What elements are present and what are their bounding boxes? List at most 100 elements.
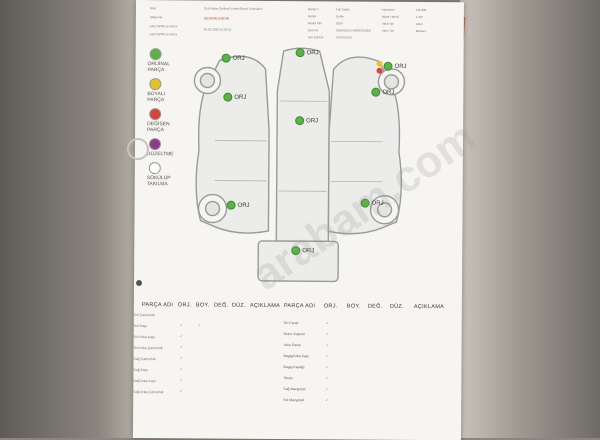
- green-dot-icon: [227, 201, 236, 210]
- table-row: Sol Çamurluk: [134, 313, 155, 317]
- red-dot-icon: [149, 108, 161, 120]
- check-icon: ✓: [326, 320, 329, 325]
- header-label: Beyt: [150, 6, 156, 10]
- table-row: Bagaj/Arka Kapı: [284, 354, 309, 358]
- header-label: Model: [308, 14, 316, 18]
- header-label: Ekip Sahibi ve Adres: [150, 32, 178, 36]
- green-dot-icon: [223, 93, 232, 102]
- table-row: Sağ Çamurluk: [133, 357, 155, 361]
- column-header: PARÇA ADI: [284, 303, 315, 309]
- check-icon: ✓: [179, 355, 182, 360]
- red-marker-icon: [376, 68, 382, 74]
- column-header: DÜZ.: [390, 304, 404, 310]
- header-label: Kim Kontrol: [308, 35, 324, 39]
- check-icon: ✓: [325, 397, 328, 402]
- column-header: PARÇA ADI: [142, 302, 173, 308]
- check-icon: ✓: [325, 364, 328, 369]
- legend-label: DÜZELTME: [147, 151, 177, 157]
- table-row: Ön Panel: [284, 321, 299, 325]
- header-label: Model Kilit: [308, 21, 322, 25]
- green-dot-icon: [222, 54, 231, 63]
- table-row: Sağ Marşpiyel: [283, 387, 305, 391]
- header-date: 04.01.2029 19:33:35: [204, 27, 232, 31]
- orj-tag: ORJ: [371, 88, 394, 97]
- legend-item: DEĞİŞEN PARÇA: [147, 108, 177, 133]
- check-icon: ✓: [326, 353, 329, 358]
- column-header: BOY.: [347, 303, 361, 309]
- header-label: Şasi No: [308, 28, 319, 32]
- white-dot-icon: [149, 162, 161, 174]
- header-label: Motor Hacmi: [382, 15, 399, 19]
- background-right: [460, 0, 600, 438]
- table-row: Sol Arka Çamurluk: [134, 346, 163, 350]
- header-value: Fiat Doblo: [336, 7, 350, 11]
- table-row: Sol Kapı: [134, 324, 147, 328]
- header-value: 1.3M: [416, 15, 423, 19]
- column-header: DEĞ.: [368, 304, 383, 310]
- legend-item: BOYALI PARÇA: [147, 78, 177, 103]
- header-label: Yakıt Tipi: [382, 22, 394, 26]
- check-icon: ✓: [325, 386, 328, 391]
- legend-item: ORİJİNAL PARÇA: [147, 48, 177, 73]
- table-row: Sağ Kapı: [133, 368, 147, 372]
- header-highlight: DEGERLENDIR: [204, 16, 229, 20]
- check-icon: ✓: [179, 388, 182, 393]
- binder-ring-icon: [127, 138, 149, 160]
- green-dot-icon: [371, 88, 380, 97]
- header-label: Kilometre: [382, 8, 395, 12]
- green-dot-icon: [384, 62, 393, 71]
- green-dot-icon: [150, 48, 162, 60]
- header-value: SD8N32X17VA08RG3050: [336, 28, 371, 32]
- legend-item: SÖKÜLÜP TAKILMA: [147, 162, 177, 187]
- check-icon: ✓: [179, 366, 182, 371]
- column-header: DEĞ.: [214, 303, 229, 309]
- legend-label: BOYALI PARÇA: [147, 91, 177, 103]
- table-row: Sağ Arka Kapı: [133, 379, 155, 383]
- orj-tag: ORJ: [222, 54, 245, 63]
- orj-tag: ORJ: [384, 62, 407, 71]
- green-dot-icon: [296, 48, 305, 57]
- orj-tag: ORJ: [296, 48, 319, 57]
- green-dot-icon: [295, 116, 304, 125]
- header-label: Marka T.: [308, 7, 319, 11]
- check-icon: ✓: [326, 331, 329, 336]
- orj-tag: ORJ: [227, 201, 250, 210]
- check-icon: ✓: [325, 375, 328, 380]
- header-value: SLB Roda (Sellkerl) Entek/Sinerji Timesi…: [204, 6, 263, 10]
- yellow-marker-icon: [377, 61, 383, 67]
- legend-label: SÖKÜLÜP TAKILMA: [147, 175, 177, 187]
- table-row: Tavan: [283, 376, 292, 380]
- header-value: OEM: [336, 21, 343, 25]
- check-icon: ✓: [180, 333, 183, 338]
- table-row: Arka Panel: [284, 343, 301, 347]
- header-label: Vites Tipi: [382, 29, 394, 33]
- orj-tag: ORJ: [295, 116, 318, 125]
- column-header: ORJ.: [324, 303, 338, 309]
- header-value: Doblo: [336, 14, 344, 18]
- header-label: Bölge No: [150, 15, 162, 19]
- header-value: Manuel: [416, 29, 426, 33]
- background-left: [0, 0, 140, 438]
- legend-item: DÜZELTME: [147, 138, 177, 157]
- column-header: DÜZ.: [232, 303, 246, 309]
- punch-hole-icon: [136, 280, 142, 286]
- legend-label: DEĞİŞEN PARÇA: [147, 121, 177, 133]
- inspection-sheet: Beyt Bölge No Ekip Sahibi ve Adres Ekip …: [133, 0, 464, 440]
- table-row: Bagaj Kapağı: [283, 365, 304, 369]
- table-row: Sol Arka Kapı: [134, 335, 155, 339]
- check-icon: ✓: [180, 322, 183, 327]
- header-value: XXXXXXXX: [336, 35, 352, 39]
- table-row: Sağ Arka Çamurluk: [133, 390, 163, 394]
- column-header: BOY.: [196, 302, 210, 308]
- column-header: ORJ.: [178, 302, 192, 308]
- table-row: Motor Kaputu: [284, 332, 305, 336]
- purple-dot-icon: [149, 138, 161, 150]
- header-label: Ekip Sahibi ve Adres: [150, 24, 178, 28]
- parts-table: PARÇA ADI ORJ. BOY. DEĞ. DÜZ. AÇIKLAMA P…: [134, 302, 462, 304]
- legend-label: ORİJİNAL PARÇA: [147, 61, 177, 73]
- check-icon: ✓: [179, 377, 182, 382]
- column-header: AÇIKLAMA: [414, 304, 444, 310]
- column-header: AÇIKLAMA: [250, 303, 280, 309]
- table-row: Sol Marşpiyel: [283, 398, 304, 402]
- check-icon: ✓: [180, 344, 183, 349]
